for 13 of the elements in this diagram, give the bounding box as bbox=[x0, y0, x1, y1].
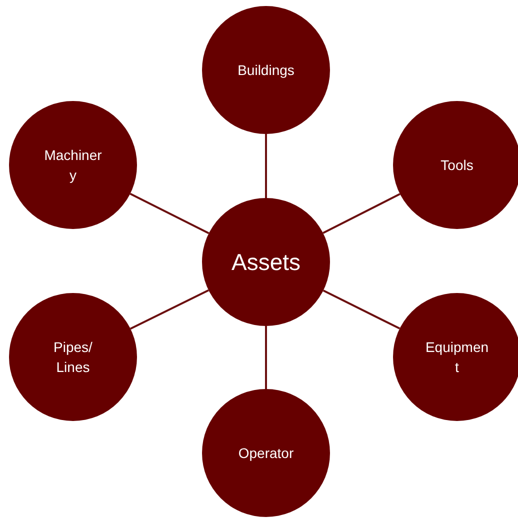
node-label: Tools bbox=[440, 156, 474, 175]
connector-line bbox=[130, 289, 210, 330]
connector-line bbox=[322, 193, 400, 234]
connector-line bbox=[265, 134, 267, 198]
node-label: Assets bbox=[231, 248, 301, 276]
connector-line bbox=[130, 192, 210, 234]
node-label: Buildings bbox=[236, 61, 296, 80]
node-label: Operator bbox=[237, 444, 295, 463]
node-label: Machinery bbox=[43, 146, 103, 185]
node-label: Pipes/ Lines bbox=[52, 338, 94, 377]
connector-line bbox=[322, 290, 400, 330]
node-label: Equipment bbox=[424, 338, 490, 377]
connector-line bbox=[265, 326, 267, 389]
